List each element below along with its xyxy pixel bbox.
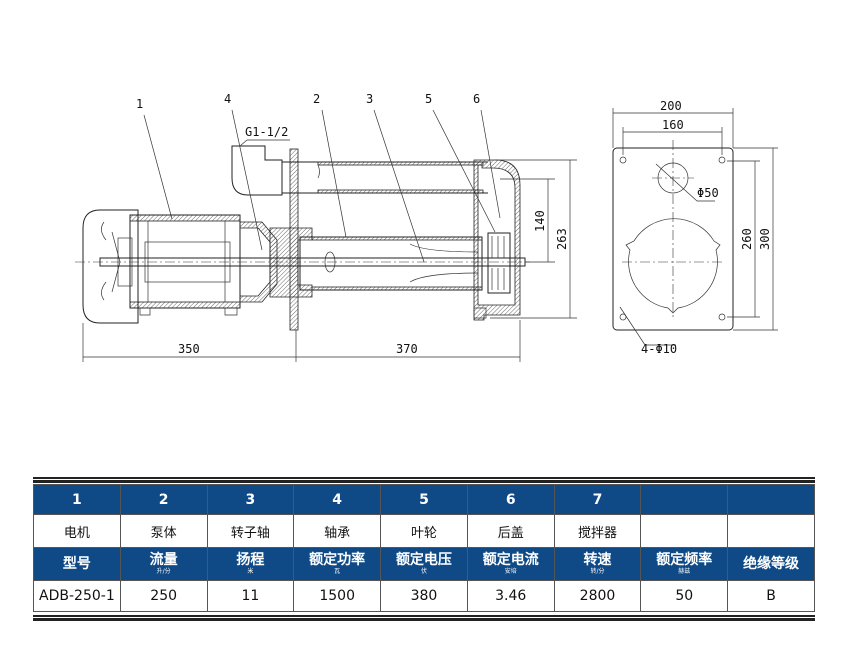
- callout-6: 6: [473, 92, 480, 106]
- dim-200: 200: [660, 99, 682, 113]
- spec-value-row: ADB-250-1 250 11 1500 380 3.46 2800 50 B: [33, 580, 815, 612]
- callout-1: 1: [136, 97, 143, 111]
- part-name: 搅拌器: [553, 514, 642, 548]
- part-number: 6: [466, 484, 555, 515]
- spec-header: 扬程米: [206, 547, 295, 581]
- dim-phi50: Φ50: [697, 186, 719, 200]
- part-number: [727, 484, 815, 515]
- part-number: 2: [119, 484, 208, 515]
- part-number: 1: [33, 484, 121, 515]
- spec-value: B: [727, 580, 815, 612]
- side-view: 1 4 2 3 5 6 G1-1/2 350 370 140 263: [75, 92, 577, 362]
- callout-3: 3: [366, 92, 373, 106]
- outlet-elbow: [231, 145, 283, 196]
- part-number-row: 1 2 3 4 5 6 7: [33, 484, 815, 515]
- part-name: 叶轮: [380, 514, 468, 548]
- pump-body: [299, 236, 483, 291]
- table-bottom-rule: [33, 615, 815, 618]
- spec-header: 额定频率赫兹: [640, 547, 729, 581]
- dim-260: 260: [740, 228, 754, 250]
- dim-350: 350: [178, 342, 200, 356]
- fan-cover: [82, 209, 139, 324]
- callout-4: 4: [224, 92, 231, 106]
- pump-technical-drawing: 1 4 2 3 5 6 G1-1/2 350 370 140 263: [75, 92, 778, 362]
- spec-value: 2800: [553, 580, 642, 612]
- mounting-plate-view: 200 160 Φ50 4-Φ10 260 300: [612, 99, 778, 356]
- part-number: 7: [553, 484, 642, 515]
- dim-300: 300: [758, 228, 772, 250]
- spec-value: 1500: [293, 580, 382, 612]
- dim-370: 370: [396, 342, 418, 356]
- spec-value: 380: [380, 580, 468, 612]
- spec-header: 流量升/分: [119, 547, 208, 581]
- part-name: 后盖: [466, 514, 555, 548]
- spec-value: 3.46: [466, 580, 555, 612]
- outlet-thread-label: G1-1/2: [245, 125, 288, 139]
- dim-263: 263: [555, 228, 569, 250]
- spec-value: ADB-250-1: [33, 580, 121, 612]
- spec-table: 1 2 3 4 5 6 7 电机 泵体 转子轴 轴承 叶轮 后盖 搅拌器 型号 …: [33, 477, 815, 618]
- spec-value: 50: [640, 580, 729, 612]
- table-top-rule: [33, 477, 815, 480]
- spec-header-row: 型号 流量升/分 扬程米 额定功率瓦 额定电压伏 额定电流安培 转速转/分 额定…: [33, 547, 815, 581]
- part-number: 4: [293, 484, 382, 515]
- motor-body: [129, 214, 241, 309]
- part-name: 转子轴: [206, 514, 295, 548]
- spec-header: 额定电压伏: [380, 547, 468, 581]
- part-name-row: 电机 泵体 转子轴 轴承 叶轮 后盖 搅拌器: [33, 514, 815, 548]
- part-name: 泵体: [119, 514, 208, 548]
- part-number: 5: [380, 484, 468, 515]
- part-number: 3: [206, 484, 295, 515]
- dim-160: 160: [662, 118, 684, 132]
- part-number: [640, 484, 729, 515]
- spec-value: 250: [119, 580, 208, 612]
- part-name: [640, 514, 729, 548]
- callout-5: 5: [425, 92, 432, 106]
- spec-header: 额定电流安培: [466, 547, 555, 581]
- spec-header: 绝缘等级: [727, 547, 815, 581]
- dim-4-phi10: 4-Φ10: [641, 342, 677, 356]
- spec-header: 型号: [33, 547, 121, 581]
- spec-value: 11: [206, 580, 295, 612]
- part-name: 轴承: [293, 514, 382, 548]
- dim-140: 140: [533, 210, 547, 232]
- spec-header: 转速转/分: [553, 547, 642, 581]
- spec-header: 额定功率瓦: [293, 547, 382, 581]
- part-name: 电机: [33, 514, 121, 548]
- part-name: [727, 514, 815, 548]
- callout-2: 2: [313, 92, 320, 106]
